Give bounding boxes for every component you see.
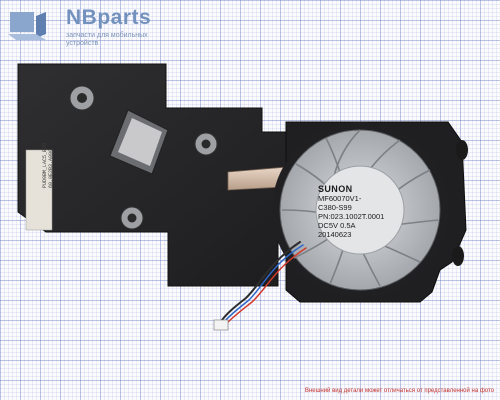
fan-label-line: DC5V 0.5A xyxy=(318,221,356,230)
fan-label-line: C380-S99 xyxy=(318,203,352,212)
disclaimer-text: Внешний вид детали может отличаться от п… xyxy=(304,388,494,394)
fan-housing xyxy=(272,121,468,303)
brand-tagline: запчасти для мобильных устройств xyxy=(66,32,148,47)
heatsink-sticker-text: PUD9BM_LAC5_B8D 60.0E2B3.A000 xyxy=(42,143,54,188)
fan-cable xyxy=(221,241,307,325)
fan-label: SUNON MF60070V1- C380-S99 PN:023.1002T.0… xyxy=(318,184,396,239)
cpu-contact-block xyxy=(109,109,169,175)
sticker xyxy=(25,149,53,231)
fan-connector xyxy=(213,319,229,331)
fan-label-line: PN:023.1002T.0001 xyxy=(318,212,385,221)
fan-brand: SUNON xyxy=(318,184,353,194)
brand-name: NBparts xyxy=(66,6,152,29)
sticker-line: 60.0E2B3.A000 xyxy=(48,148,54,188)
mounting-screws xyxy=(69,85,218,230)
laptop-logo-icon xyxy=(8,12,46,40)
fan-label-line: MF60070V1- xyxy=(318,194,362,203)
fan-label-line: 20140623 xyxy=(318,230,352,239)
